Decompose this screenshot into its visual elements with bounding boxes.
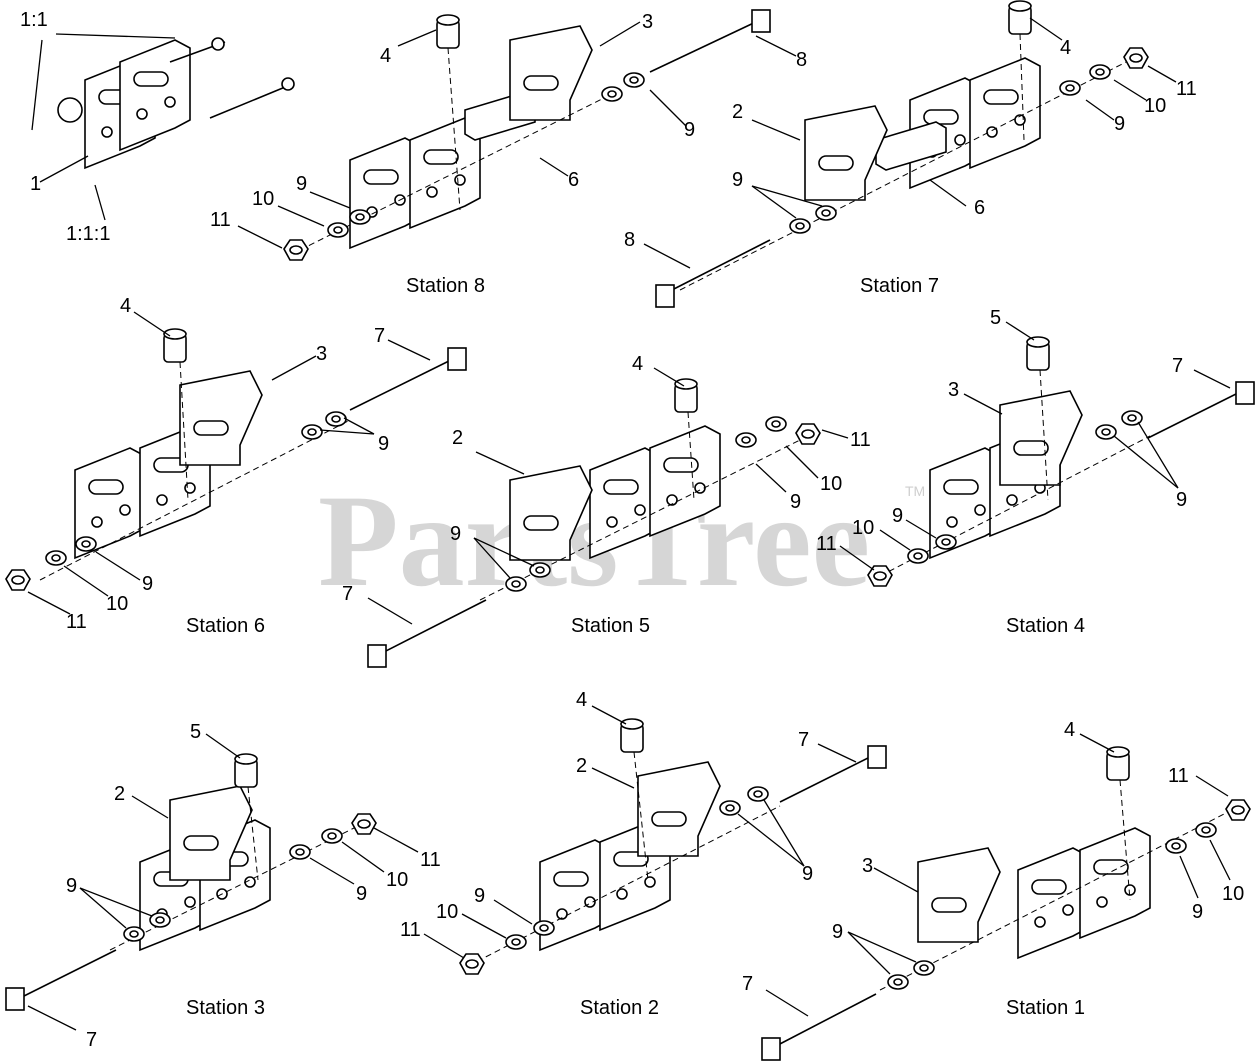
callout-d: 4 [380,45,391,67]
station-7-assembly [643,0,1177,308]
station-6-assembly [5,311,467,615]
callout-ap: 2 [114,783,125,805]
detail-assembly [31,33,295,221]
callout-aa: 4 [632,353,643,375]
callout-l: 4 [1060,37,1071,59]
callout-aq: 9 [66,875,77,897]
station-4-assembly [839,321,1255,587]
callout-bf: 10 [1222,883,1244,905]
callout-g: 9 [684,119,695,141]
station-2-assembly [423,705,887,975]
callout-n: 10 [1144,95,1166,117]
callout-aw: 2 [576,755,587,777]
callout-az: 9 [474,885,485,907]
callout-bh: 9 [832,921,843,943]
callout-v: 7 [374,325,385,347]
callout-an: 11 [816,533,837,555]
callout-j: 10 [252,188,274,210]
callout-bi: 7 [742,973,753,995]
callout-at: 10 [386,869,408,891]
callout-m: 11 [1176,78,1197,100]
callout-q: 9 [732,169,743,191]
callout-al: 9 [892,505,903,527]
callout-ay: 9 [802,863,813,885]
callout-av: 4 [576,689,587,711]
callout-ax: 7 [798,729,809,751]
callout-bd: 11 [1168,765,1189,787]
callout-ad: 7 [342,583,353,605]
station-2-label: Station 2 [580,997,659,1019]
callout-e: 3 [642,11,653,33]
callout-ba: 10 [436,901,458,923]
callout-au: 11 [420,849,441,871]
callout-u: 3 [316,343,327,365]
callout-z: 11 [66,611,87,633]
callout-o: 9 [1114,113,1125,135]
station-8-label: Station 8 [406,275,485,297]
callout-b: 1 [30,173,41,195]
callout-ao: 5 [190,721,201,743]
callout-ai: 3 [948,379,959,401]
callout-ac: 9 [450,523,461,545]
callout-be: 3 [862,855,873,877]
station-8-assembly [237,9,797,261]
callout-k: 11 [210,209,231,231]
callout-ab: 2 [452,427,463,449]
callout-x: 9 [142,573,153,595]
station-1-assembly [761,733,1251,1061]
callout-s: 8 [624,229,635,251]
callout-bb: 11 [400,919,421,941]
callout-w: 9 [378,433,389,455]
callout-as: 9 [356,883,367,905]
callout-ag: 11 [850,429,871,451]
callout-ae: 9 [790,491,801,513]
callout-bc: 4 [1064,719,1075,741]
callout-i: 9 [296,173,307,195]
callout-ar: 7 [86,1029,97,1051]
callout-t: 4 [120,295,131,317]
callout-p: 2 [732,101,743,123]
station-7-label: Station 7 [860,275,939,297]
watermark-trademark: TM [905,483,925,499]
callout-f: 8 [796,49,807,71]
callout-r: 6 [974,197,985,219]
callout-y: 10 [106,593,128,615]
station-3-assembly [5,733,419,1031]
station-6-label: Station 6 [186,615,265,637]
station-5-assembly [367,367,849,668]
callout-h: 6 [568,169,579,191]
station-4-label: Station 4 [1006,615,1085,637]
callout-af: 10 [820,473,842,495]
callout-ak: 9 [1176,489,1187,511]
callout-am: 10 [852,517,874,539]
station-3-label: Station 3 [186,997,265,1019]
station-5-label: Station 5 [571,615,650,637]
callout-c: 1:1:1 [66,223,110,245]
callout-aj: 7 [1172,355,1183,377]
callout-bg: 9 [1192,901,1203,923]
callout-a: 1:1 [20,9,48,31]
station-1-label: Station 1 [1006,997,1085,1019]
callout-ah: 5 [990,307,1001,329]
